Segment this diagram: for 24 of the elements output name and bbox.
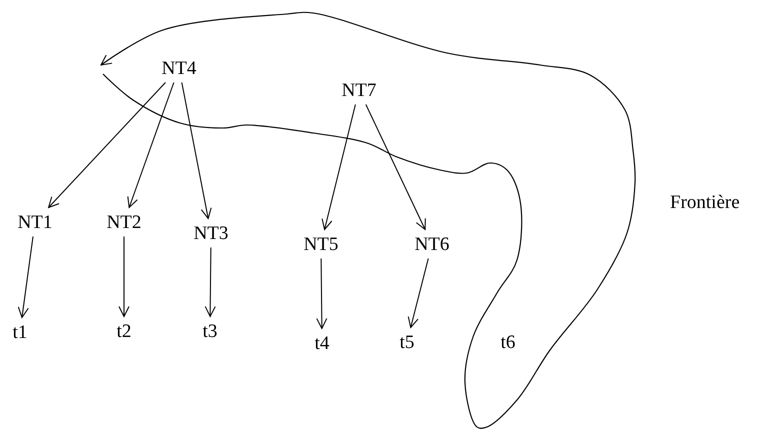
tree-node-label: NT3 (192, 220, 230, 246)
tree-node-label: NT5 (302, 232, 340, 256)
arrow (181, 82, 212, 219)
arrow (127, 82, 174, 208)
boundary-label: Frontière (669, 191, 741, 215)
tree-node-label: NT2 (104, 210, 144, 234)
tree-node-label: NT6 (412, 232, 452, 256)
tree-node-label: t2 (114, 318, 134, 344)
arrow (365, 104, 426, 230)
tree-node-label: NT7 (340, 78, 378, 102)
tree-node-label: t4 (312, 330, 332, 356)
tree-node-label: NT1 (16, 210, 54, 234)
arrow (316, 258, 328, 329)
arrow (204, 247, 216, 317)
arrow (322, 104, 356, 230)
tree-node-label: t5 (398, 330, 416, 354)
arrow (408, 258, 429, 328)
arrow (118, 236, 130, 317)
arrow (18, 236, 34, 318)
arrow (48, 82, 166, 208)
tree-node-label: t6 (498, 330, 518, 354)
tree-node-label: t1 (10, 320, 30, 344)
tree-node-label: t3 (200, 318, 220, 344)
tree-node-label: NT4 (160, 56, 198, 80)
